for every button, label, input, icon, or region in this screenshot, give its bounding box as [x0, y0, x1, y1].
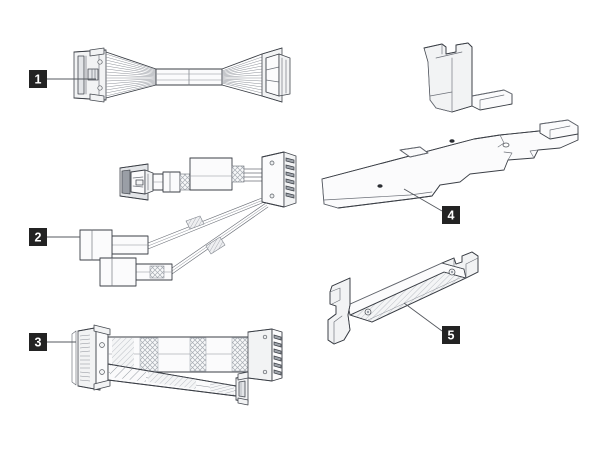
left-connector-item1: [73, 47, 107, 103]
part-filler-bracket: 5: [327, 251, 479, 345]
bracket-hook-right-item5: [441, 251, 479, 279]
callout-1-number: 1: [35, 73, 42, 87]
cable-jacket-item1: [155, 68, 223, 86]
callout-1-box: [29, 70, 47, 88]
adapter-plate-item4: [321, 127, 579, 209]
mounting-hole-lower: [377, 184, 383, 188]
part-branched-signal-cable: 2: [29, 151, 297, 287]
wire-fan-left-item1: [105, 51, 157, 99]
callout-5: 5: [403, 302, 460, 344]
callout-5-leader: [403, 302, 443, 332]
contact-pins-item3: [79, 334, 91, 382]
sideband-connector-item3: [235, 371, 249, 406]
branch-two-item2: [99, 202, 269, 287]
callout-4-leader: [403, 188, 443, 212]
callout-2-box: [29, 228, 47, 246]
callout-1: 1: [29, 70, 96, 88]
wire-fan-right-item1: [221, 53, 263, 97]
callout-5-number: 5: [448, 329, 455, 343]
ribbon-main-item3: [107, 336, 249, 373]
part-power-cable-assembly: 1: [29, 47, 291, 103]
jumper-segment-item2: [152, 171, 191, 193]
multi-lane-header-item2: [261, 151, 297, 208]
sideband-ribbon-item3: [107, 363, 237, 397]
bracket-shelf-item4: [471, 89, 579, 140]
callout-5-box: [442, 326, 460, 344]
right-connector-item1: [261, 47, 291, 103]
bracket-tab-item4: [423, 42, 473, 113]
edge-card-connector-item3: [71, 324, 111, 391]
lane-wires-item2: [243, 168, 263, 182]
callout-3-number: 3: [35, 336, 42, 350]
part-adapter-card-bracket: 4: [321, 42, 579, 224]
callout-2-number: 2: [35, 231, 42, 245]
callout-2: 2: [29, 228, 80, 246]
mounting-hole-upper: [449, 139, 455, 143]
right-angle-connector-item3: [247, 328, 283, 382]
callout-4-number: 4: [448, 209, 455, 223]
branch-one-item2: [79, 197, 263, 261]
callout-3: 3: [29, 333, 76, 351]
callout-4-box: [442, 206, 460, 224]
bracket-hook-left-item5: [327, 277, 372, 345]
part-ribbon-cable-assembly: 3: [29, 324, 283, 406]
callout-4: 4: [403, 188, 460, 224]
callout-3-box: [29, 333, 47, 351]
slim-signal-connector-item2: [119, 163, 154, 201]
ferrite-block-item2: [189, 157, 245, 191]
